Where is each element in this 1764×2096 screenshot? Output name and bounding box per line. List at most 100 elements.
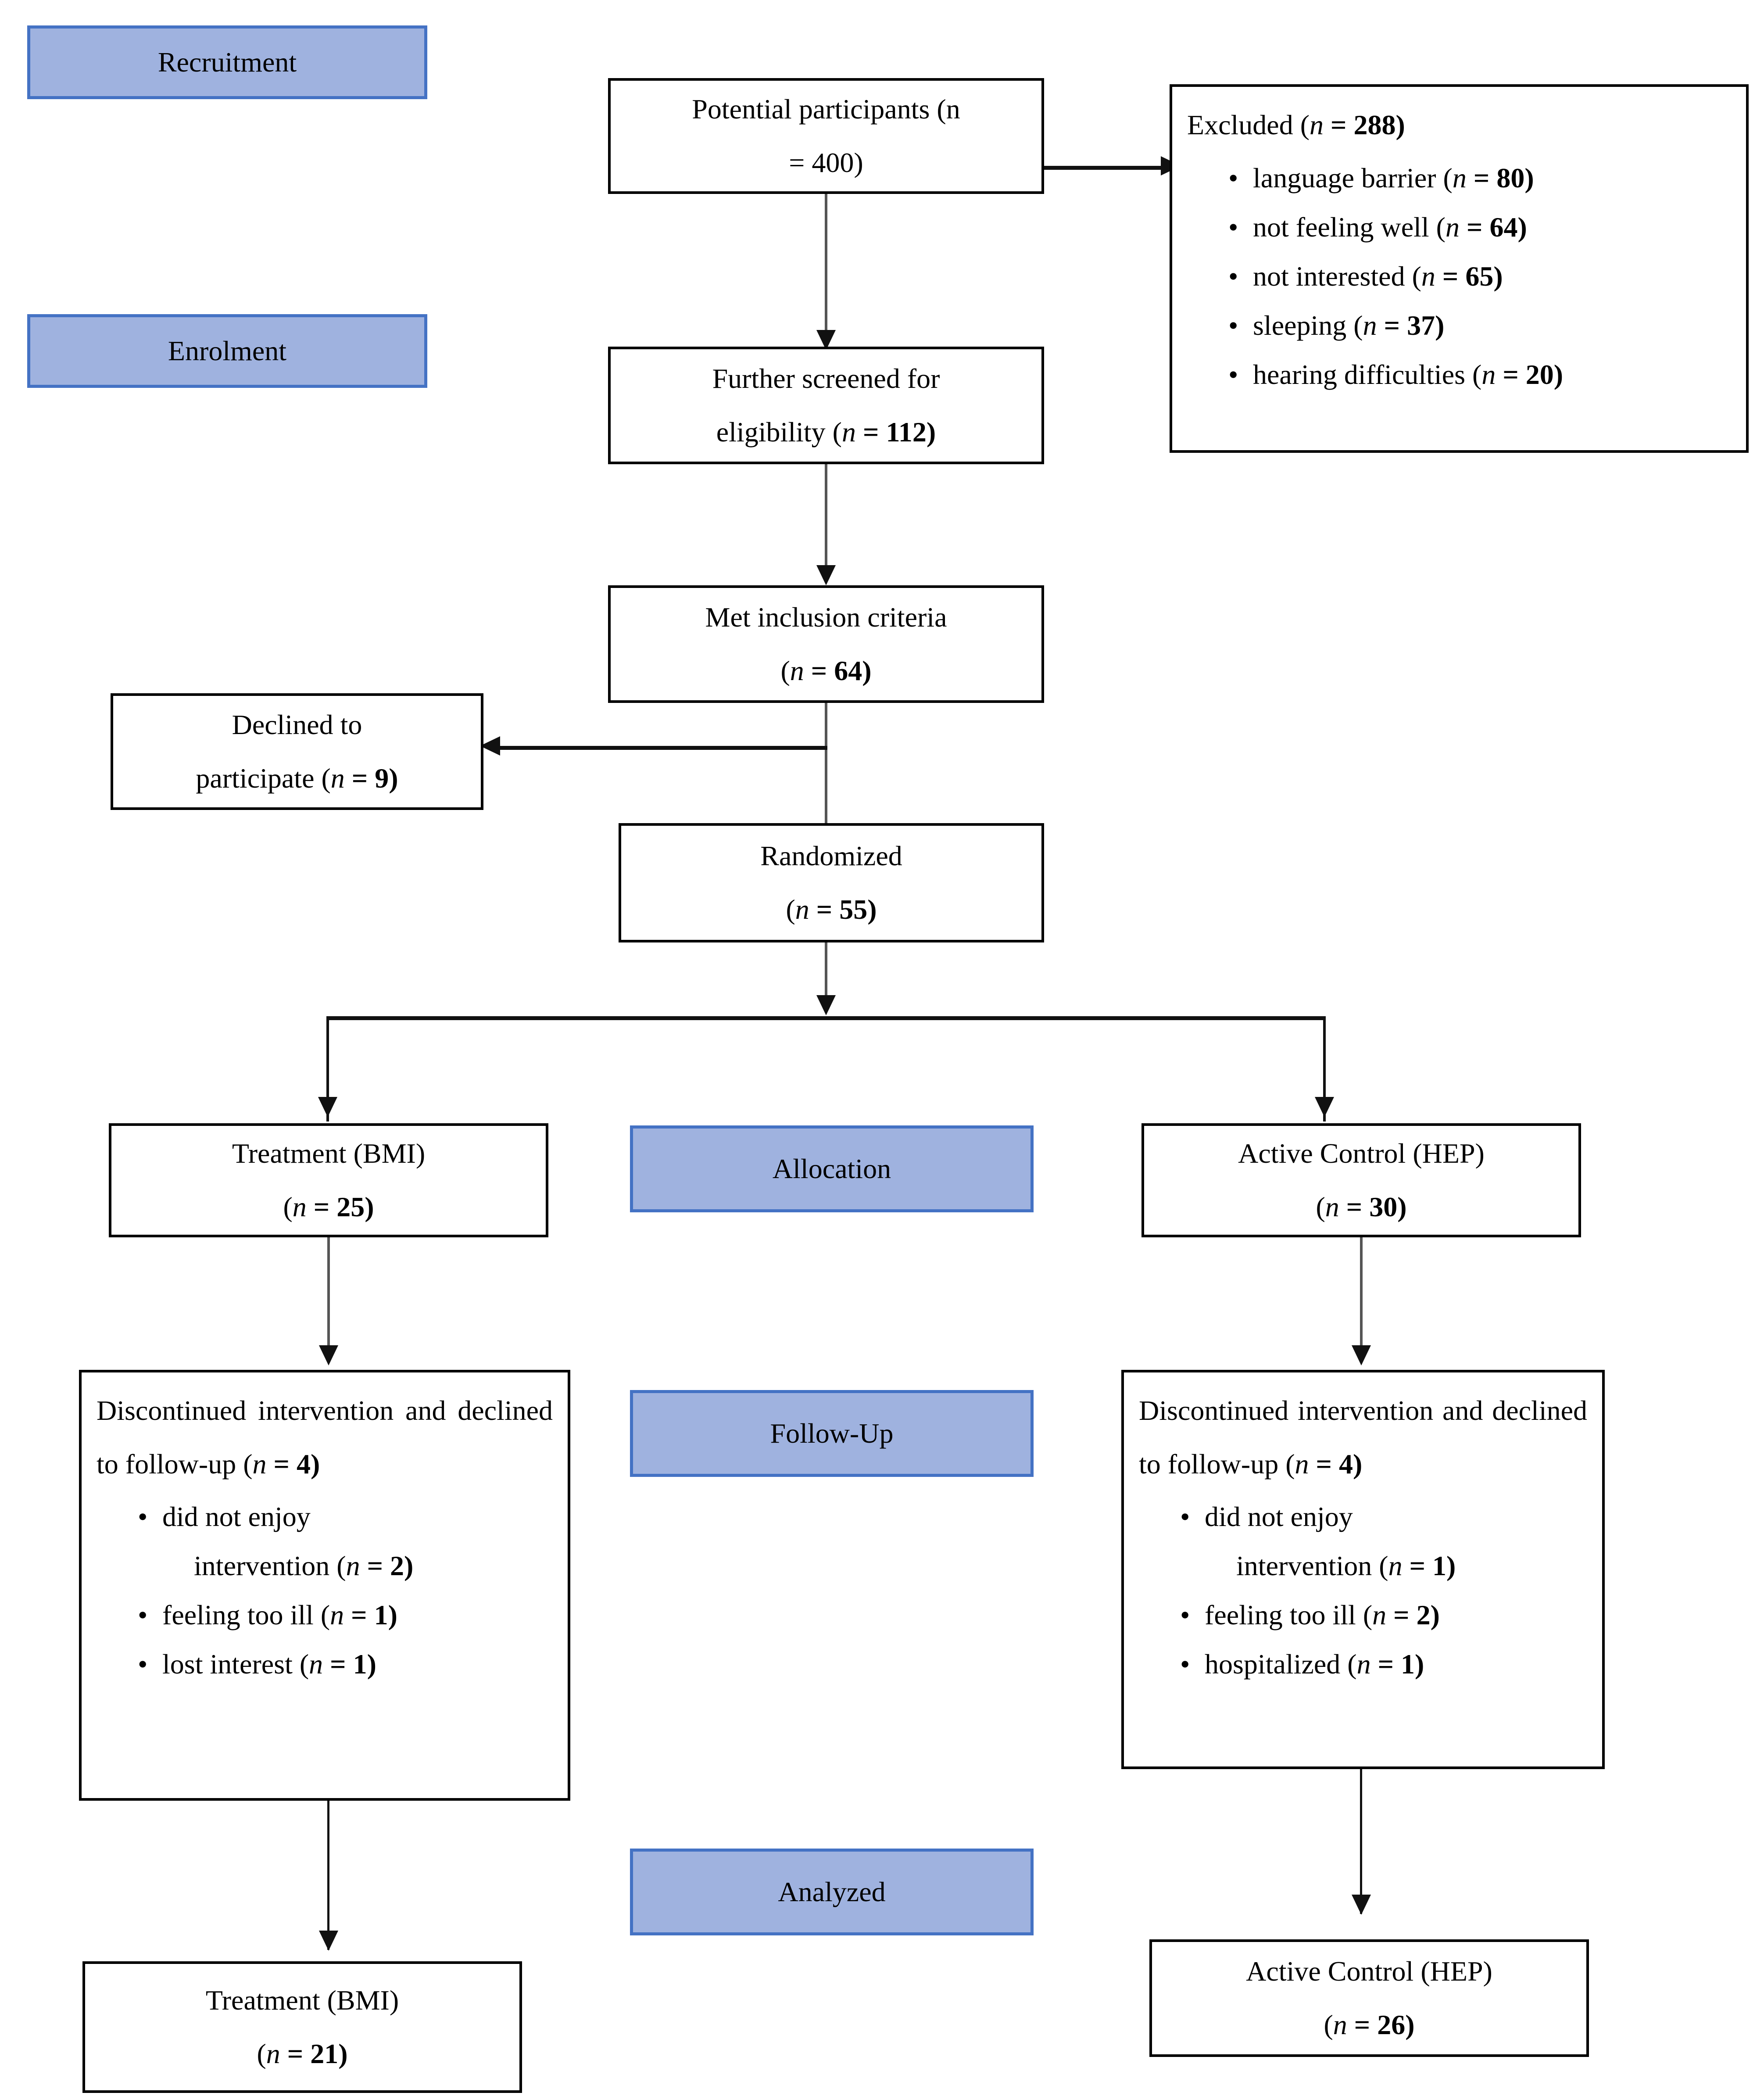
node-analyzed-control-line2-post: = 26) bbox=[1347, 2009, 1415, 2040]
fc-item-1-text: feeling too ill ( bbox=[1205, 1599, 1373, 1631]
node-further-screened-line2-pre: eligibility ( bbox=[716, 416, 842, 448]
ft-item-0-continuation: intervention (n = 2) bbox=[162, 1541, 553, 1591]
list-item: lost interest (n = 1) bbox=[138, 1640, 553, 1689]
ft-item-0-cont-post: = 2) bbox=[360, 1550, 414, 1582]
list-item: not feeling well (n = 64) bbox=[1228, 203, 1731, 252]
node-followup-treatment-body-n: n bbox=[252, 1448, 267, 1480]
connector-potential-to-screened bbox=[825, 194, 827, 334]
node-followup-control-body-pre: Discontinued intervention and declined t… bbox=[1139, 1395, 1587, 1480]
fc-item-2-n: n bbox=[1356, 1648, 1371, 1680]
fc-item-0-cont-pre: intervention ( bbox=[1236, 1550, 1388, 1582]
node-allocation-control-line2-post: = 30) bbox=[1339, 1191, 1407, 1222]
excluded-item-1-n: n bbox=[1445, 211, 1460, 243]
node-analyzed-treatment-line2-post: = 21) bbox=[280, 2038, 348, 2069]
excluded-item-2-value: = 65) bbox=[1435, 260, 1503, 292]
stage-label-allocation-text: Allocation bbox=[772, 1153, 891, 1185]
node-met-inclusion-line2-n: n bbox=[790, 655, 804, 686]
node-declined-line1: Declined to bbox=[232, 709, 362, 741]
excluded-item-2-n: n bbox=[1421, 260, 1435, 292]
excluded-item-0-value: = 80) bbox=[1466, 162, 1534, 193]
node-allocation-treatment-line2: (n = 25) bbox=[283, 1180, 374, 1234]
fc-item-1-n: n bbox=[1372, 1599, 1387, 1631]
node-further-screened-line2-post: = 112) bbox=[855, 416, 936, 448]
node-randomized-line2-n: n bbox=[795, 894, 809, 925]
node-followup-control-body: Discontinued intervention and declined t… bbox=[1139, 1384, 1587, 1490]
node-excluded-heading-pre: Excluded ( bbox=[1187, 109, 1310, 140]
node-met-inclusion: Met inclusion criteria (n = 64) bbox=[608, 585, 1044, 703]
excluded-item-1-value: = 64) bbox=[1459, 211, 1527, 243]
arrowhead-to-treatment-alloc bbox=[318, 1097, 337, 1117]
node-allocation-treatment-line1: Treatment (BMI) bbox=[232, 1138, 426, 1169]
node-further-screened-line1: Further screened for bbox=[712, 363, 940, 394]
node-followup-control-list: did not enjoy intervention (n = 1) feeli… bbox=[1139, 1492, 1587, 1689]
node-analyzed-control: Active Control (HEP) (n = 26) bbox=[1149, 1939, 1589, 2057]
list-item: feeling too ill (n = 2) bbox=[1180, 1591, 1587, 1640]
excluded-item-0-n: n bbox=[1452, 162, 1467, 193]
node-allocation-treatment-line2-post: = 25) bbox=[306, 1191, 374, 1222]
node-followup-control-body-n: n bbox=[1295, 1448, 1309, 1480]
node-met-inclusion-line2: (n = 64) bbox=[780, 644, 871, 698]
ft-item-0-text: did not enjoy bbox=[162, 1501, 311, 1533]
node-excluded-heading-n: n bbox=[1310, 109, 1324, 140]
arrowhead-treatment-followup bbox=[319, 1345, 338, 1365]
node-met-inclusion-line1: Met inclusion criteria bbox=[705, 602, 947, 633]
connector-inclusion-to-declined bbox=[500, 746, 827, 750]
node-analyzed-treatment-line2-pre: ( bbox=[257, 2038, 266, 2069]
excluded-item-2-text: not interested ( bbox=[1253, 260, 1421, 292]
connector-screened-to-inclusion bbox=[825, 464, 827, 570]
node-excluded-list: language barrier (n = 80) not feeling we… bbox=[1187, 154, 1731, 399]
node-further-screened-line2: eligibility (n = 112) bbox=[716, 405, 936, 459]
node-analyzed-control-line2-pre: ( bbox=[1324, 2009, 1333, 2040]
node-potential-participants-line2: = 400) bbox=[789, 147, 863, 178]
fc-item-0-cont-n: n bbox=[1388, 1550, 1403, 1582]
ft-item-0-cont-pre: intervention ( bbox=[194, 1550, 346, 1582]
list-item: hearing difficulties (n = 20) bbox=[1228, 350, 1731, 399]
node-allocation-treatment: Treatment (BMI) (n = 25) bbox=[109, 1123, 548, 1237]
connector-control-followup-to-analyzed bbox=[1360, 1769, 1362, 1914]
connector-randomized-stem bbox=[825, 942, 827, 1009]
node-excluded-heading-post: = 288) bbox=[1324, 109, 1405, 140]
node-randomized-line2: (n = 55) bbox=[786, 883, 877, 936]
node-allocation-control-line2-n: n bbox=[1325, 1191, 1339, 1222]
node-randomized-line2-pre: ( bbox=[786, 894, 795, 925]
connector-split-right-branch bbox=[1323, 1016, 1326, 1121]
node-randomized: Randomized (n = 55) bbox=[619, 823, 1044, 942]
node-met-inclusion-line2-pre: ( bbox=[780, 655, 790, 686]
fc-item-0-continuation: intervention (n = 1) bbox=[1205, 1541, 1587, 1591]
node-declined-line2: participate (n = 9) bbox=[196, 752, 398, 805]
node-analyzed-treatment: Treatment (BMI) (n = 21) bbox=[82, 1961, 522, 2093]
arrowhead-to-control-alloc bbox=[1315, 1097, 1334, 1117]
node-declined-line2-pre: participate ( bbox=[196, 763, 331, 794]
node-potential-participants-line1: Potential participants (n bbox=[692, 93, 960, 125]
fc-item-1-post: = 2) bbox=[1386, 1599, 1440, 1631]
node-potential-participants: Potential participants (n = 400) bbox=[608, 78, 1044, 194]
connector-inclusion-stem bbox=[825, 703, 827, 843]
connector-split-left-branch bbox=[326, 1016, 329, 1121]
excluded-item-4-text: hearing difficulties ( bbox=[1253, 358, 1482, 390]
stage-label-analyzed-text: Analyzed bbox=[778, 1876, 886, 1908]
stage-label-recruitment: Recruitment bbox=[27, 25, 427, 99]
node-followup-treatment-body-pre: Discontinued intervention and declined t… bbox=[97, 1395, 553, 1480]
node-followup-treatment: Discontinued intervention and declined t… bbox=[79, 1370, 570, 1801]
node-allocation-control-line2-pre: ( bbox=[1316, 1191, 1325, 1222]
ft-item-1-text: feeling too ill ( bbox=[162, 1599, 330, 1631]
node-randomized-line1: Randomized bbox=[760, 840, 902, 872]
node-met-inclusion-line2-post: = 64) bbox=[804, 655, 872, 686]
node-allocation-control-line1: Active Control (HEP) bbox=[1238, 1138, 1485, 1169]
node-declined-line2-n: n bbox=[330, 763, 345, 794]
list-item: hospitalized (n = 1) bbox=[1180, 1640, 1587, 1689]
stage-label-followup: Follow-Up bbox=[630, 1390, 1034, 1477]
fc-item-0-text: did not enjoy bbox=[1205, 1501, 1353, 1533]
node-declined: Declined to participate (n = 9) bbox=[111, 693, 483, 810]
arrowhead-to-inclusion bbox=[816, 565, 836, 585]
list-item: did not enjoy intervention (n = 2) bbox=[138, 1492, 553, 1591]
node-followup-control: Discontinued intervention and declined t… bbox=[1121, 1370, 1605, 1769]
fc-item-2-post: = 1) bbox=[1370, 1648, 1424, 1680]
excluded-item-0-text: language barrier ( bbox=[1253, 162, 1453, 193]
node-followup-control-body-post: = 4) bbox=[1309, 1448, 1363, 1480]
node-analyzed-control-line2-n: n bbox=[1333, 2009, 1347, 2040]
list-item: not interested (n = 65) bbox=[1228, 252, 1731, 301]
node-followup-treatment-body-post: = 4) bbox=[266, 1448, 320, 1480]
node-excluded: Excluded (n = 288) language barrier (n =… bbox=[1170, 84, 1749, 453]
